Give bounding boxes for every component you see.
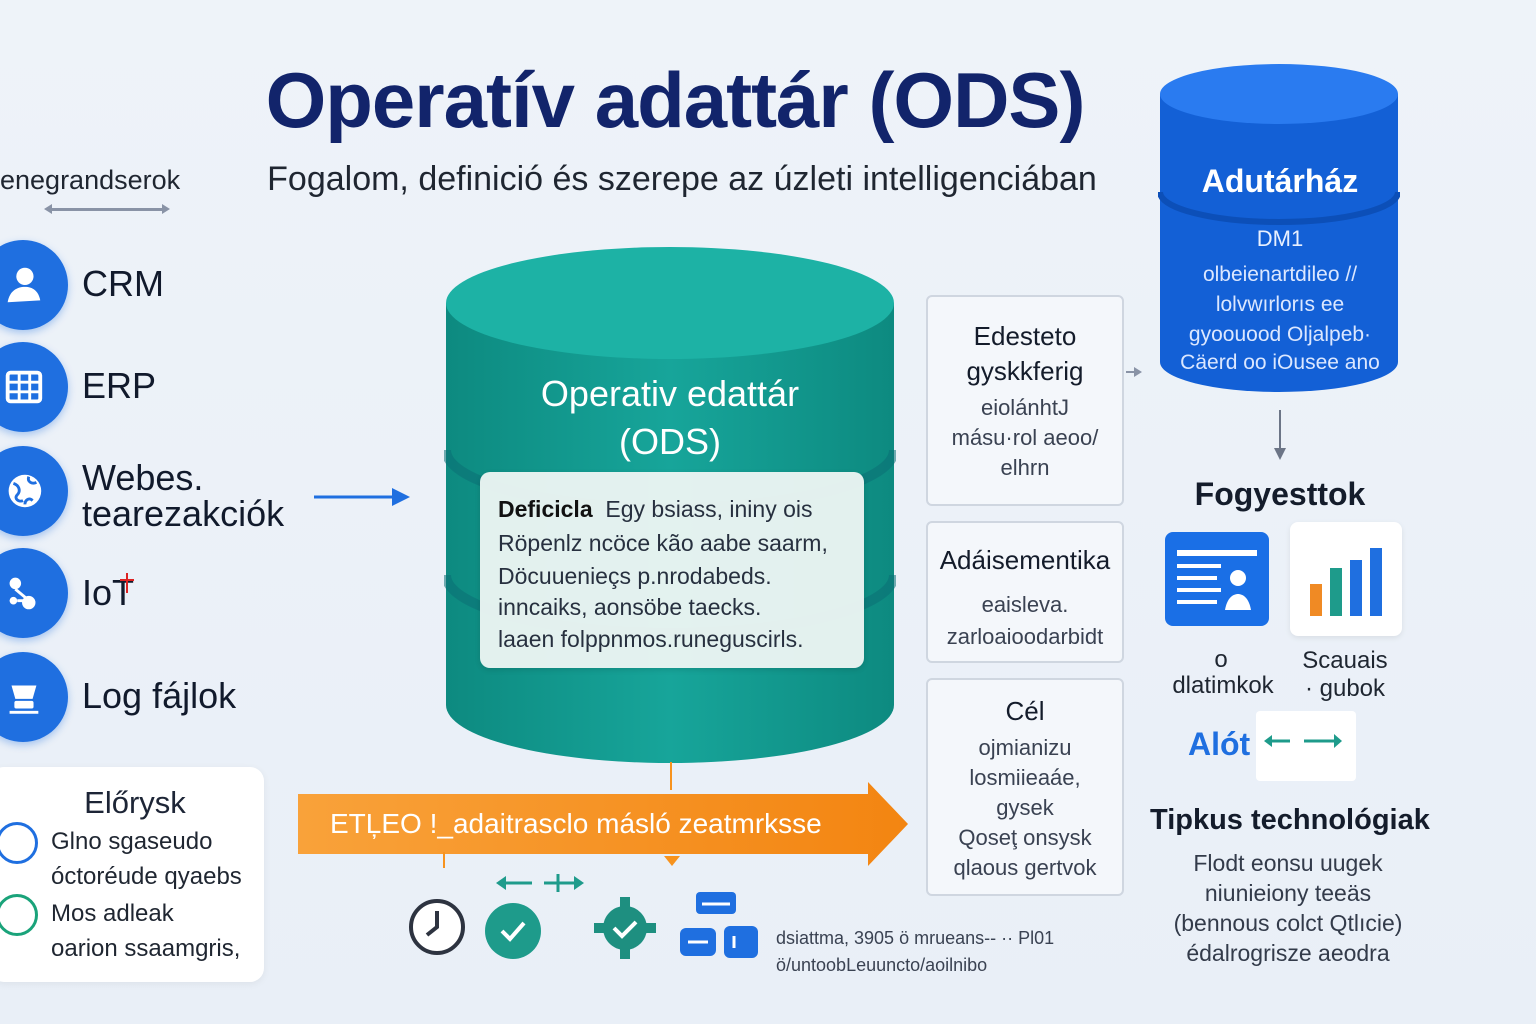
arrows-tile [1256,711,1356,781]
arrow-right-icon [314,488,410,506]
iot-icon [0,548,68,638]
page-title: Operatív adattár (ODS) [265,56,1086,144]
source-label-crm: CRM [82,263,164,304]
definition-label: Deficicla [498,496,593,522]
technologies-heading: Tipkus technológiak [1150,804,1430,836]
technology-line: Flodt eonsu uugek [1193,850,1383,876]
feature-heading: Adáisementika [939,545,1111,575]
benefit-green-icon [0,894,38,936]
benefits-heading: Előrysk [84,785,186,820]
benefit-line: óctoréude qyaebs [51,863,242,890]
etl-label: ETĻEO !_adaitrasclo másló zeatmrksse [330,808,822,839]
consumer-label: Scauais [1302,647,1388,674]
source-label-web-2: tearezakciók [82,493,285,534]
connector-arrow-icon [1126,367,1142,377]
clock-icon [409,899,465,955]
ods-title-line2: (ODS) [619,421,721,462]
benefit-line: Mos adleak [51,900,174,927]
ods-title: Operativ edattár (ODS) [470,370,870,466]
user-icon [0,240,68,330]
sources-heading: enegrandserok [0,165,181,195]
sources-divider [44,204,170,214]
technology-line: édalrogrisze aeodra [1186,940,1390,966]
bottom-caption: dsiattma, 3905 ö mrueans-- ·· Pl01 [776,928,1055,948]
page-subtitle: Fogalom, definició és szerepe az úzleti … [267,160,1097,198]
benefit-line: Glno sgaseudo [51,828,213,855]
ods-title-line1: Operativ edattár [540,373,800,414]
sync-arrows-icon [496,874,584,892]
globe-icon [0,446,68,536]
definition-line: Döcuuenieçs p.nrodabeds. [498,563,772,589]
plus-mark-icon [120,573,134,593]
feature-heading: gyskkferig [966,356,1084,386]
feature-box: Edesteto gyskkferig eiolánhtJ másu·rol a… [926,295,1124,506]
warehouse-cylinder [1158,64,1400,392]
bottom-caption: ö/untoobLeuuncto/aoilnibo [776,955,988,975]
report-icon [1165,532,1269,626]
consumers-heading: Fogyesttok [1194,476,1366,512]
arrow-down-icon [1274,410,1286,460]
benefit-line: oarion ssaamgris, [51,935,241,962]
source-label-web: Webes. [82,457,204,498]
definition-line: inncaiks, aonsöbe taecks. [498,594,762,620]
feature-text: ojmianizu [978,735,1072,760]
technology-line: (bennous colct Qtlıcie) [1173,910,1403,936]
feature-text: zarloaioodarbidt [946,624,1104,649]
warehouse-line: olbeienartdileo // [1202,263,1358,286]
feature-text: eaisleva. [981,592,1069,617]
benefits-card [0,767,264,982]
ods-definition-card: Deficicla Egy bsiass, ininy ois Röpenlz … [480,472,864,668]
grid-icon [0,342,68,432]
consumer-label: · gubok [1304,675,1386,702]
bar-chart-icon [1290,522,1402,636]
feature-text: Qoseţ onsysk [958,825,1092,850]
consumer-label: dlatimkok [1172,672,1274,699]
source-label-log: Log fájlok [82,675,237,716]
feature-box: Cél ojmianizu losmiieaáe, gysek Qoseţ on… [926,678,1124,896]
warehouse-title: Adutárház [1201,163,1359,199]
gear-icon [594,897,656,959]
feature-box: Adáisementika eaisleva. zarloaioodarbidt [926,521,1124,663]
connector-line [443,852,680,868]
definition-line: laaen folppnmos.runeguscirls. [498,626,804,652]
feature-text: eiolánhtJ [980,395,1070,420]
connector-line [670,762,672,790]
etl-arrow [298,782,908,866]
feature-text: gysek [996,795,1054,820]
source-label-erp: ERP [82,365,157,406]
feature-heading: Edesteto [973,321,1077,351]
feature-text: qlaous gertvok [953,855,1097,880]
feature-text: losmiieaáe, [969,765,1081,790]
log-icon [0,652,68,742]
warehouse-line: gyoouood Oljalpeb· [1188,323,1372,346]
feature-text: másu·rol aeoo/ [951,425,1099,450]
definition-line: Egy bsiass, ininy ois [605,496,813,522]
warehouse-subtitle: DM1 [1256,226,1304,251]
warehouse-line: Cäerd oo iOusee ano [1180,351,1380,374]
definition-line: Röpenlz ncöce kão aabe saarm, [498,530,828,556]
warehouse-line: lolvwırlorıs ee [1215,293,1345,316]
feature-text: elhrn [1000,455,1050,480]
check-icon [485,903,541,959]
feature-heading: Cél [1005,696,1045,726]
alt-label: Alót [1188,726,1251,762]
technology-line: niunieiony teeäs [1204,880,1372,906]
consumer-label: o [1214,646,1228,673]
database-blocks-icon [680,892,758,958]
benefit-blue-icon [0,822,38,864]
